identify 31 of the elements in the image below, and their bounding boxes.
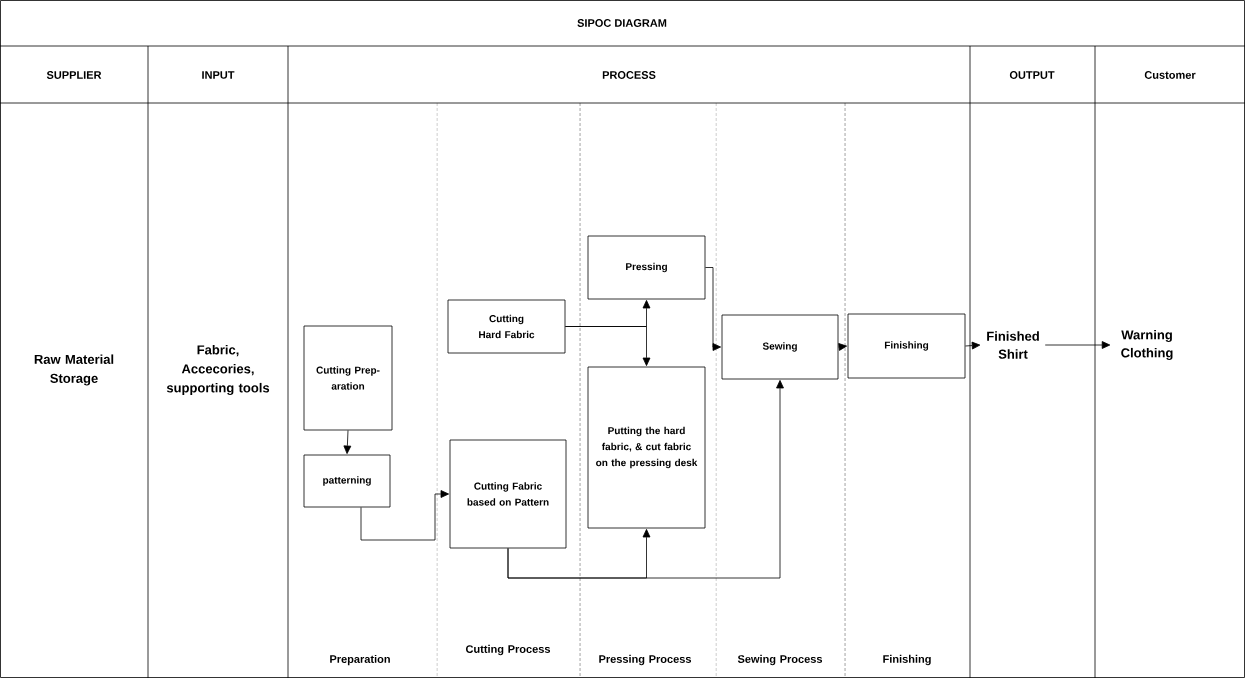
column-header: SUPPLIER — [46, 71, 102, 79]
diagram-title: SIPOC DIAGRAM — [577, 19, 667, 27]
lane-label: Sewing Process — [737, 654, 823, 666]
arrow — [565, 326, 651, 366]
process-box: Cutting Prep- aration — [303, 325, 393, 431]
arrow — [343, 430, 352, 454]
process-box: Finishing — [847, 313, 966, 379]
arrow — [507, 380, 784, 579]
input-text: Fabric, Accecories, supporting tools — [166, 344, 270, 396]
process-box: Cutting Hard Fabric — [447, 299, 566, 354]
lane-label: Cutting Process — [466, 644, 551, 656]
column-header: OUTPUT — [1009, 71, 1055, 79]
column-header: PROCESS — [602, 71, 656, 79]
column-header: Customer — [1144, 71, 1196, 79]
output-text: Finished Shirt — [987, 331, 1039, 359]
supplier-text: Raw Material Storage — [34, 354, 114, 386]
lane-label: Finishing — [883, 654, 931, 666]
arrow — [360, 490, 449, 541]
process-box: Pressing — [587, 235, 706, 300]
process-box: patterning — [303, 454, 391, 508]
output-text: Warning Clothing — [1121, 329, 1173, 361]
arrow — [705, 267, 721, 351]
lane-label: Pressing Process — [599, 654, 691, 666]
arrow — [1044, 341, 1111, 349]
column-header: INPUT — [202, 71, 235, 79]
process-box: Cutting Fabric based on Pattern — [449, 439, 567, 549]
arrow — [965, 341, 981, 350]
process-box: Putting the hard fabric, & cut fabric on the pressing desk — [587, 366, 706, 529]
lane-label: Preparation — [330, 654, 390, 666]
process-box: Sewing — [721, 314, 839, 380]
arrow — [838, 343, 848, 351]
